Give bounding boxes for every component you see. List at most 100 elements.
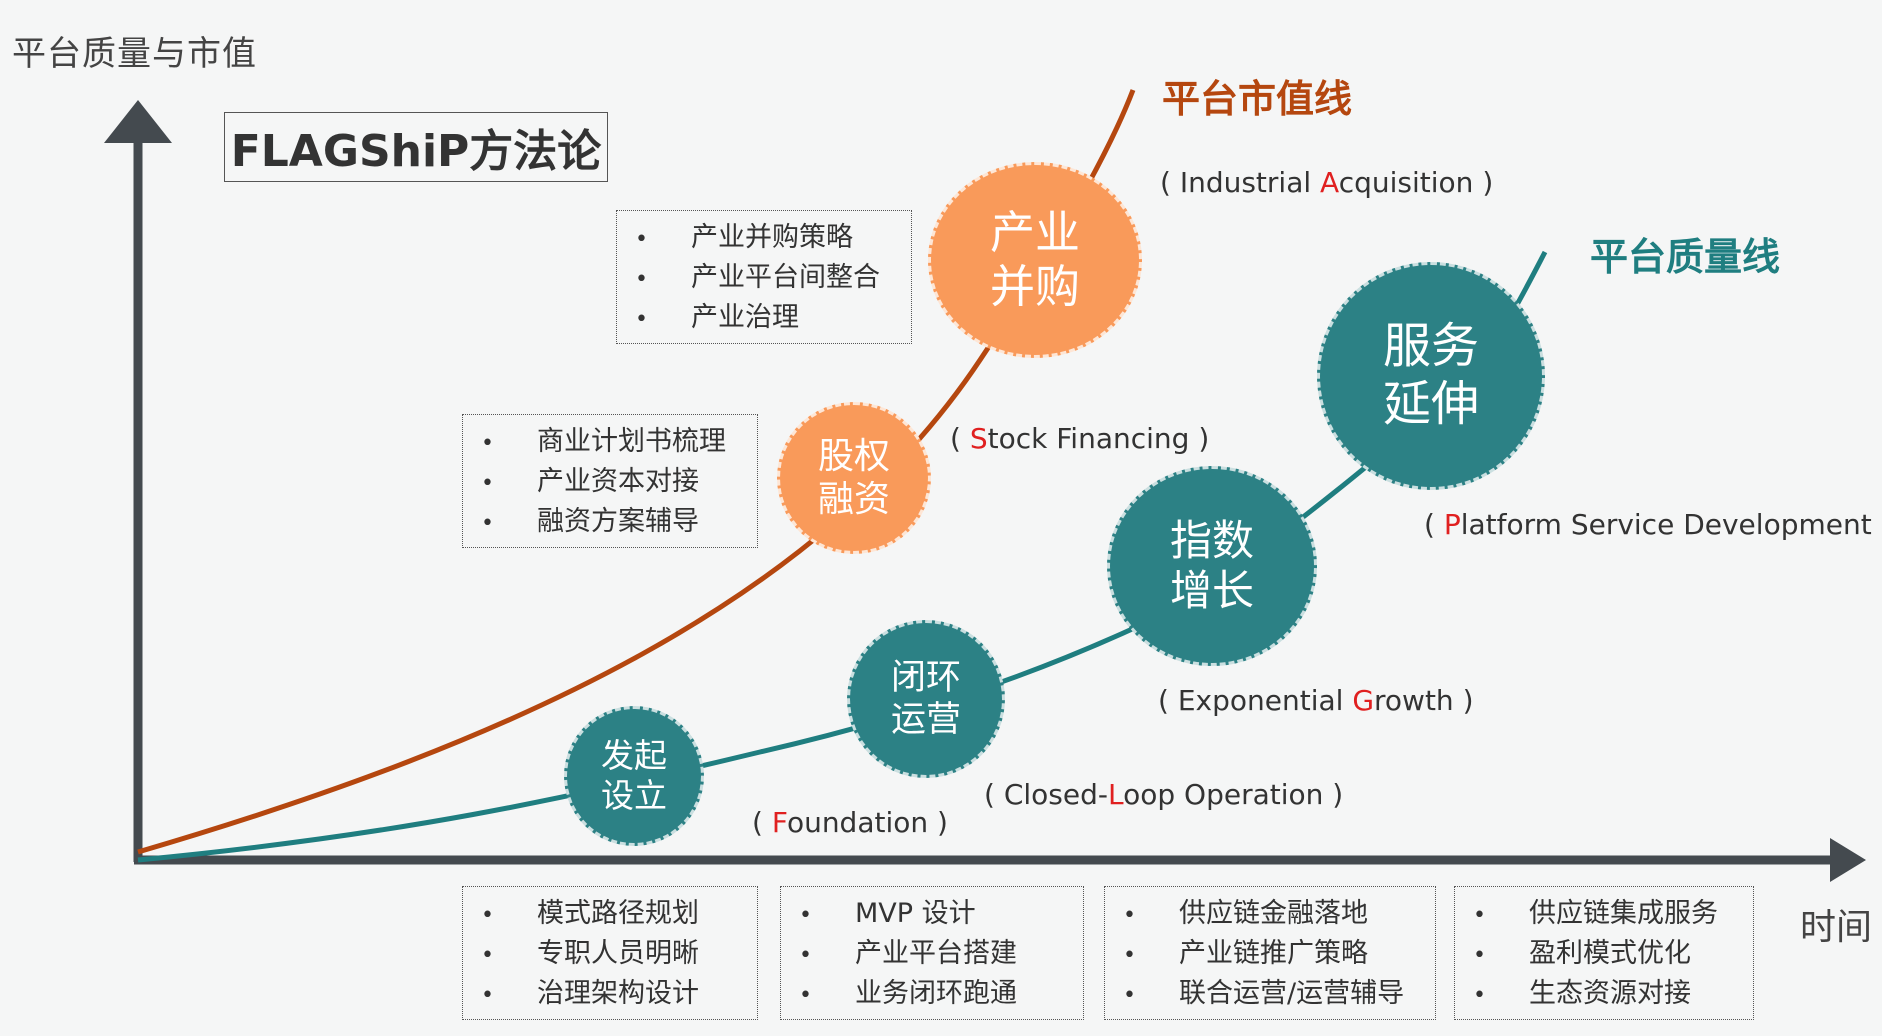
bubble-text: 并购 (989, 260, 1080, 313)
bullet: • (481, 943, 494, 968)
task-text: 产业链推广策略 (1179, 938, 1368, 969)
task-text: MVP 设计 (855, 898, 976, 929)
en-text: tock Financing ) (987, 422, 1210, 455)
bullet: • (481, 903, 494, 928)
en-highlight: G (1352, 684, 1375, 717)
bullet: • (481, 471, 494, 496)
stage-en-growth: ( Exponential Growth ) (1158, 684, 1474, 717)
stage-en-operation: ( Closed-Loop Operation ) (984, 778, 1343, 811)
task-box-operation: •MVP 设计 • 产业平台搭建 • 业务闭环跑通 (780, 886, 1084, 1020)
bullet: • (1123, 983, 1136, 1008)
task-box-acquisition: • 产业并购策略 • 产业平台间整合 • 产业治理 (616, 210, 912, 344)
bubble-text: 指数 (1169, 515, 1254, 565)
en-highlight: F (771, 806, 787, 839)
list-item: •融资方案辅导 (477, 503, 743, 543)
stage-en-financing: ( Stock Financing ) (950, 422, 1209, 455)
task-text: 业务闭环跑通 (855, 978, 1017, 1009)
task-text: 产业资本对接 (537, 466, 699, 497)
list-item: • 联合运营/运营辅导 (1119, 975, 1421, 1015)
en-text: ( Closed- (984, 778, 1108, 811)
task-text: 商业计划书梳理 (537, 426, 726, 457)
stage-bubble-financing: 股权 融资 (777, 402, 931, 554)
en-highlight: P (1443, 508, 1461, 541)
bubble-text: 运营 (890, 700, 961, 740)
list-item: •供应链金融落地 (1119, 895, 1421, 935)
stage-bubble-growth: 指数 增长 (1107, 466, 1317, 666)
stage-en-foundation: ( Foundation ) (752, 806, 948, 839)
bubble-text: 产业 (989, 206, 1080, 259)
en-highlight: L (1107, 778, 1124, 811)
stage-en-acquisition: ( Industrial Acquisition ) (1160, 166, 1493, 199)
bubble-text: 发起 (601, 736, 667, 776)
en-text: ( (752, 806, 772, 839)
bullet: • (481, 431, 494, 456)
bullet: • (1123, 943, 1136, 968)
en-text: oundation ) (786, 806, 948, 839)
task-text: 供应链集成服务 (1529, 898, 1718, 929)
bullet: • (1473, 903, 1486, 928)
en-highlight: S (969, 422, 988, 455)
bullet: • (1473, 983, 1486, 1008)
bubble-text: 服务 (1382, 318, 1479, 375)
en-text: cquisition ) (1338, 166, 1494, 199)
task-text: 产业并购策略 (691, 222, 853, 253)
bullet: • (481, 983, 494, 1008)
list-item: • 产业并购策略 (631, 219, 897, 259)
list-item: • 产业资本对接 (477, 463, 743, 503)
list-item: • 盈利模式优化 (1469, 935, 1739, 975)
bubble-text: 闭环 (890, 658, 961, 698)
bubble-text: 设立 (601, 776, 667, 815)
list-item: • 产业链推广策略 (1119, 935, 1421, 975)
task-text: 联合运营/运营辅导 (1179, 978, 1405, 1009)
list-item: • 产业平台间整合 (631, 259, 897, 299)
list-item: • 治理架构设计 (477, 975, 743, 1015)
bubble-text: 融资 (817, 479, 890, 520)
en-text: ( Industrial (1160, 166, 1321, 199)
task-text: 融资方案辅导 (537, 506, 699, 537)
bubble-text: 延伸 (1382, 376, 1479, 432)
stage-bubble-foundation: 发起 设立 (564, 706, 704, 846)
bullet: • (635, 307, 648, 332)
en-text: ( (950, 422, 970, 455)
task-text: 产业平台搭建 (855, 938, 1017, 969)
y-axis-arrow (104, 100, 172, 143)
en-text: rowth ) (1374, 684, 1474, 717)
task-box-service: • 供应链集成服务 • 盈利模式优化 • 生态资源对接 (1454, 886, 1754, 1020)
task-box-growth: •供应链金融落地 • 产业链推广策略 • 联合运营/运营辅导 (1104, 886, 1436, 1020)
list-item: • 业务闭环跑通 (795, 975, 1069, 1015)
task-box-foundation: • 模式路径规划 • 专职人员明晰 • 治理架构设计 (462, 886, 758, 1020)
bullet: • (1123, 903, 1136, 928)
stage-bubble-operation: 闭环 运营 (847, 620, 1005, 778)
x-axis-arrow (1830, 838, 1866, 882)
bullet: • (1473, 943, 1486, 968)
list-item: • 生态资源对接 (1469, 975, 1739, 1015)
task-text: 模式路径规划 (537, 898, 699, 929)
en-highlight: A (1320, 166, 1339, 199)
stage-bubble-service: 服务 延伸 (1317, 262, 1545, 490)
bullet: • (799, 983, 812, 1008)
y-axis-title: 平台质量与市值 (12, 34, 257, 74)
bullet: • (635, 267, 648, 292)
list-item: • 产业平台搭建 (795, 935, 1069, 975)
list-item: • 专职人员明晰 (477, 935, 743, 975)
en-text: latform Service Development ) (1460, 508, 1882, 541)
method-title: FLAGShiP方法论 (230, 126, 602, 177)
en-text: ( (1424, 508, 1444, 541)
task-box-financing: • 商业计划书梳理 • 产业资本对接 •融资方案辅导 (462, 414, 758, 548)
en-text: ( Exponential (1158, 684, 1353, 717)
value-line-label: 平台市值线 (1162, 77, 1353, 121)
list-item: • 模式路径规划 (477, 895, 743, 935)
task-text: 盈利模式优化 (1529, 938, 1691, 969)
bubble-text: 增长 (1169, 566, 1254, 615)
stage-en-service: ( Platform Service Development ) (1424, 508, 1882, 541)
bullet: • (635, 227, 648, 252)
list-item: •MVP 设计 (795, 895, 1069, 935)
task-text: 产业治理 (691, 302, 799, 333)
bubble-text: 股权 (817, 435, 890, 477)
bullet: • (799, 943, 812, 968)
task-text: 专职人员明晰 (537, 938, 699, 969)
task-text: 生态资源对接 (1529, 978, 1691, 1009)
list-item: • 产业治理 (631, 299, 897, 339)
task-text: 治理架构设计 (537, 978, 699, 1009)
task-text: 产业平台间整合 (691, 262, 880, 293)
